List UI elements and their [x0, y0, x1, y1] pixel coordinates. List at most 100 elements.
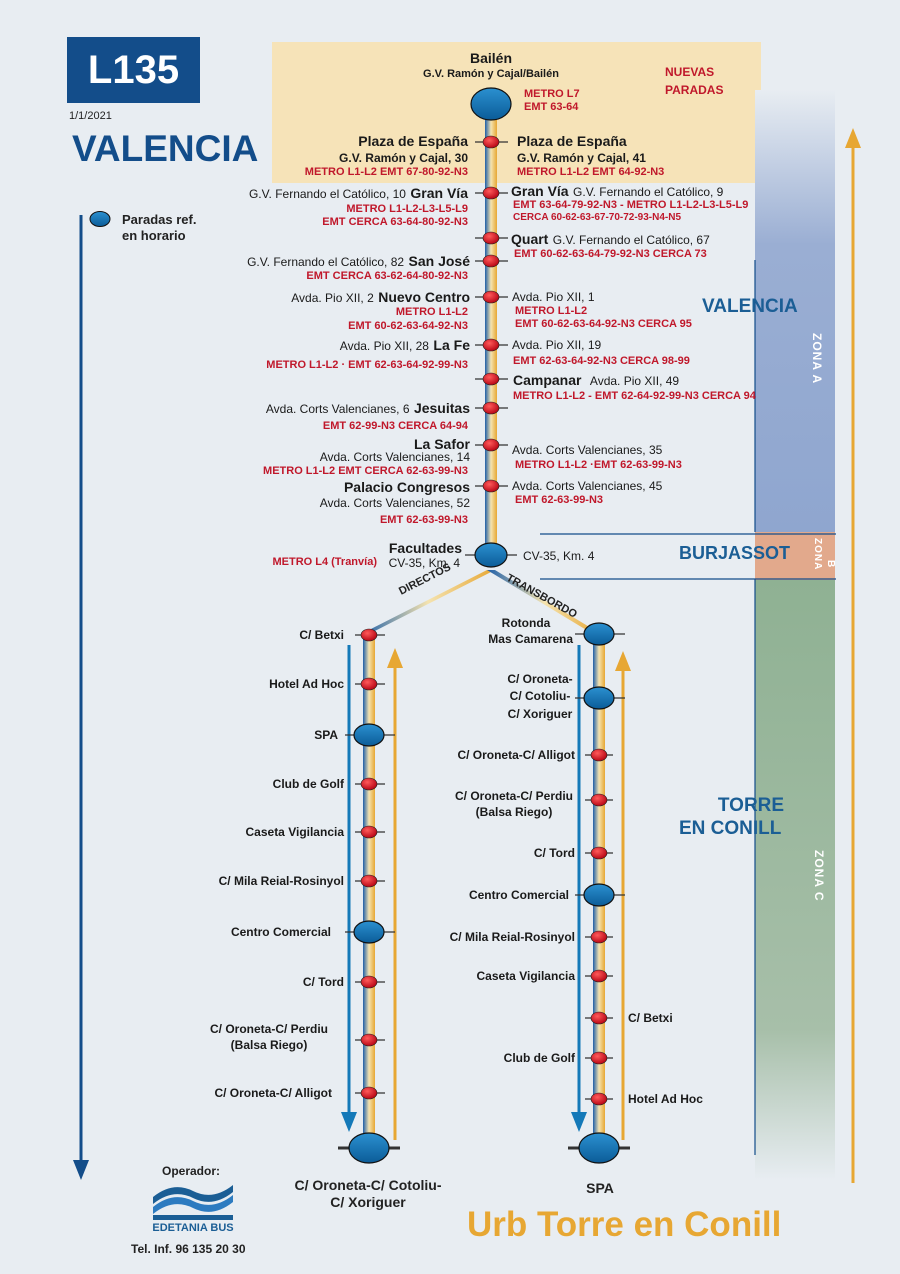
- right-stop-rotonda-2: Mas Camarena: [488, 632, 573, 646]
- facultades-name: Facultades: [388, 540, 462, 556]
- palacio-right-addr: Avda. Corts Valencianes, 45: [512, 479, 663, 493]
- stop-la-fe: [482, 338, 500, 352]
- sanjose-addr: G.V. Fernando el Católico, 82: [247, 255, 405, 269]
- campanar-name: Campanar: [513, 372, 582, 388]
- stop-bailen: [470, 87, 512, 121]
- zona-c-label: ZONA C: [812, 850, 826, 902]
- zone-burjassot-label: BURJASSOT: [679, 543, 791, 563]
- stop-left-centro-comercial: [353, 920, 385, 944]
- nuevocentro-name: Nuevo Centro: [378, 289, 470, 305]
- zone-torre-label-1: TORRE: [717, 795, 785, 816]
- granvia-left-conn1: METRO L1-L2-L3-L5-L9: [346, 203, 468, 215]
- palacio-addr: Avda. Corts Valencianes, 52: [319, 496, 470, 510]
- granvia-left-name: Gran Vía: [410, 185, 468, 201]
- left-stop-spa: SPA: [314, 728, 338, 742]
- quart-conn: EMT 60-62-63-64-79-92-N3 CERCA 73: [514, 248, 707, 260]
- stop-facultades: [474, 542, 508, 568]
- facultades-addr: CV-35, Km. 4: [388, 556, 460, 570]
- lasafor-conn: METRO L1-L2 EMT CERCA 62-63-99-N3: [263, 465, 468, 477]
- sanjose-conn: EMT CERCA 63-62-64-80-92-N3: [306, 270, 468, 282]
- right-stop-perdiu-2: (Balsa Riego): [475, 805, 553, 819]
- zone-valencia-label: VALENCIA: [702, 296, 798, 317]
- zone-b-stripe: [755, 532, 835, 580]
- plaza-left-name: Plaza de España: [358, 133, 468, 149]
- stop-la-safor: [482, 438, 500, 452]
- lafe-name: La Fe: [433, 337, 470, 353]
- left-stop-betxi: C/ Betxi: [299, 628, 344, 642]
- left-stop-alligot: C/ Oroneta-C/ Alligot: [214, 1086, 332, 1100]
- operator-label: Operador:: [162, 1164, 221, 1178]
- zona-a-label: ZONA A: [810, 333, 824, 385]
- city-title: VALENCIA: [72, 128, 259, 169]
- palacio-right-conn: EMT 62-63-99-N3: [515, 494, 604, 506]
- quart-name: Quart: [511, 231, 549, 247]
- bailen-emt: EMT 63-64: [524, 101, 579, 113]
- right-stop-hotel: Hotel Ad Hoc: [628, 1092, 703, 1106]
- facultades-conn: METRO L4 (Tranvía): [272, 556, 377, 568]
- left-branch-line: [363, 634, 375, 1144]
- granvia-right-addr: G.V. Fernando el Católico, 9: [573, 185, 724, 199]
- right-stop-betxi: C/ Betxi: [628, 1011, 673, 1025]
- edetania-logo-icon: [153, 1185, 233, 1220]
- stop-palacio-congresos: [482, 479, 500, 493]
- campanar-conn: METRO L1-L2 - EMT 62-64-92-99-N3 CERCA 9…: [513, 390, 756, 402]
- lafe-left-conn: METRO L1-L2 · EMT 62-63-64-92-99-N3: [266, 359, 468, 371]
- nuevocentro-left-conn2: EMT 60-62-63-64-92-N3: [348, 320, 468, 332]
- bailen-name: Bailén: [469, 50, 512, 66]
- left-terminal-1: C/ Oroneta-C/ Cotoliu-: [294, 1177, 442, 1193]
- nuevocentro-left-conn1: METRO L1-L2: [395, 306, 468, 318]
- stop-nuevo-centro: [482, 290, 500, 304]
- stop-san-jose: [482, 254, 500, 268]
- right-stop-caseta: Caseta Vigilancia: [476, 969, 576, 983]
- new-stops-highlight: [272, 42, 761, 183]
- left-stop-perdiu-2: (Balsa Riego): [230, 1038, 308, 1052]
- legend-label-2: en horario: [122, 228, 186, 243]
- stop-plaza-espana: [482, 135, 500, 149]
- new-stops-label-2: PARADAS: [665, 83, 724, 97]
- date-label: 1/1/2021: [69, 110, 112, 122]
- nuevocentro-right-conn1: METRO L1-L2: [515, 305, 588, 317]
- left-stop-hotel: Hotel Ad Hoc: [269, 677, 344, 691]
- nuevocentro-left-addr: Avda. Pio XII, 2: [291, 291, 374, 305]
- lafe-right-conn: EMT 62-63-64-92-N3 CERCA 98-99: [513, 355, 690, 367]
- left-stop-centro: Centro Comercial: [230, 925, 331, 939]
- stop-jesuitas: [482, 401, 500, 415]
- jesuitas-conn: EMT 62-99-N3 CERCA 64-94: [322, 420, 468, 432]
- jesuitas-name: Jesuitas: [413, 400, 470, 416]
- right-stop-oroneta-1: C/ Oroneta-: [507, 672, 573, 686]
- stop-left-terminal: [348, 1132, 390, 1164]
- legend-label-1: Paradas ref.: [122, 212, 197, 227]
- phone-label: Tel. Inf. 96 135 20 30: [131, 1242, 246, 1256]
- stop-right-terminal: [578, 1132, 620, 1164]
- nuevocentro-right-conn2: EMT 60-62-63-64-92-N3 CERCA 95: [515, 318, 692, 330]
- stop-right-oroneta: [583, 686, 615, 710]
- quart-addr: G.V. Fernando el Católico, 67: [552, 233, 710, 247]
- lasafor-name: La Safor: [413, 436, 470, 452]
- left-stop-tord: C/ Tord: [302, 975, 344, 989]
- lasafor-right-conn: METRO L1-L2 ·EMT 62-63-99-N3: [515, 459, 682, 471]
- lafe-left-addr: Avda. Pio XII, 28: [339, 339, 429, 353]
- plaza-right-conn: METRO L1-L2 EMT 64-92-N3: [517, 166, 665, 178]
- granvia-left-addr: G.V. Fernando el Católico, 10: [248, 187, 406, 201]
- right-stop-mila: C/ Mila Reial-Rosinyol: [449, 930, 575, 944]
- zona-b-label-2: B: [825, 560, 836, 569]
- right-terminal: SPA: [586, 1180, 614, 1196]
- campanar-addr: Avda. Pio XII, 49: [589, 374, 680, 388]
- plaza-left-addr: G.V. Ramón y Cajal, 30: [339, 151, 468, 165]
- operator-name: EDETANIA BUS: [152, 1222, 234, 1234]
- right-stop-tord: C/ Tord: [533, 846, 575, 860]
- lasafor-right-addr: Avda. Corts Valencianes, 35: [512, 443, 663, 457]
- left-terminal-2: C/ Xoriguer: [330, 1194, 406, 1210]
- stop-campanar: [482, 372, 500, 386]
- plaza-right-addr: G.V. Ramón y Cajal, 41: [517, 151, 646, 165]
- palacio-conn: EMT 62-63-99-N3: [379, 514, 468, 526]
- zone-c-stripe: [755, 580, 835, 1180]
- plaza-right-name: Plaza de España: [517, 133, 627, 149]
- stop-left-spa: [353, 723, 385, 747]
- left-stop-perdiu: C/ Oroneta-C/ Perdiu: [209, 1022, 328, 1036]
- destination-title: Urb Torre en Conill: [467, 1205, 782, 1244]
- left-stop-golf: Club de Golf: [272, 777, 344, 791]
- new-stops-label-1: NUEVAS: [665, 65, 715, 79]
- sanjose-name: San José: [408, 253, 470, 269]
